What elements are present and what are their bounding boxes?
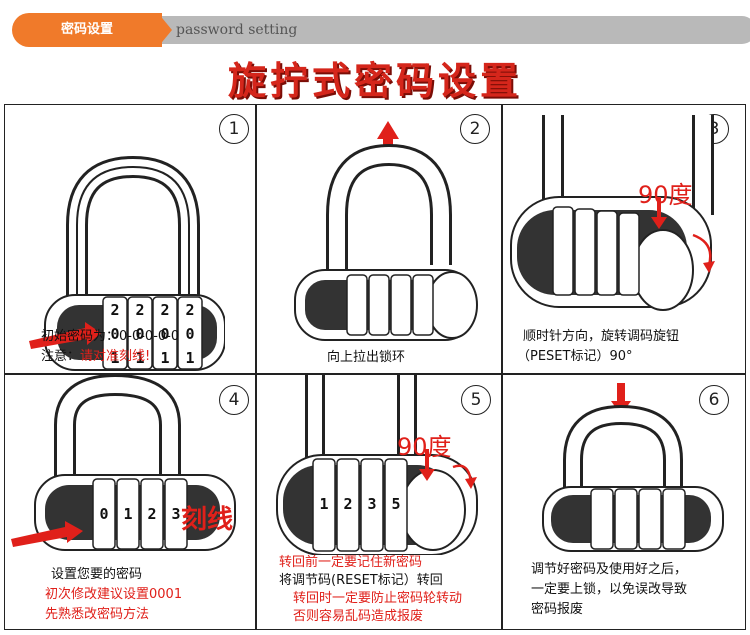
padlock-open-illustration (294, 121, 478, 341)
step-5-red-line2: 否则容易乱码造成报废 (293, 609, 424, 624)
step-4-red-line1: 初次修改建议设置0001 (45, 587, 183, 602)
page-title: 旋拧式密码设置 (227, 58, 522, 103)
svg-text:2: 2 (343, 495, 352, 513)
step-5-red-line1: 转回时一定要防止密码轮转动 (293, 591, 463, 606)
step-3-caption-line2: （PESET标记）90° (517, 349, 633, 364)
step-6-caption-line1: 调节好密码及使用好之后， (531, 562, 688, 577)
svg-text:1: 1 (185, 349, 194, 367)
svg-text:1: 1 (160, 349, 169, 367)
angle-label: 90度 (638, 181, 693, 209)
svg-text:2: 2 (185, 301, 194, 319)
step-3-panel: 3 90度 顺时针方向，旋转调码旋钮 （PESET标记）90° (502, 104, 746, 374)
marker-label: 刻线 (181, 505, 234, 535)
note-label: 注意： (41, 349, 81, 364)
svg-text:1: 1 (135, 349, 144, 367)
svg-text:2: 2 (147, 505, 156, 523)
svg-text:0: 0 (110, 325, 119, 343)
step-1-note: 注意：请对准刻线! (41, 347, 150, 367)
step-number: 4 (219, 385, 249, 415)
svg-text:5: 5 (391, 495, 400, 513)
step-2-caption: 向上拉出锁环 (327, 350, 406, 365)
step-5-red-top: 转回前一定要记住新密码 (279, 555, 423, 570)
step-1-caption: 初始密码为：0-0-0-0-0 (41, 329, 180, 344)
svg-text:0: 0 (185, 325, 194, 343)
step-number: 5 (461, 385, 491, 415)
step-4-caption: 设置您要的密码 (51, 567, 143, 582)
svg-text:2: 2 (160, 301, 169, 319)
svg-text:2: 2 (135, 301, 144, 319)
padlock-knob-illustration (510, 115, 715, 311)
svg-text:3: 3 (367, 495, 376, 513)
svg-text:3: 3 (171, 505, 180, 523)
step-5-caption: 将调节码(RESET标记）转回 (279, 573, 443, 588)
tab-arrow-icon (158, 13, 172, 47)
padlock-locked-illustration (542, 383, 724, 552)
note-warning: 请对准刻线! (80, 349, 151, 364)
step-6-caption-line2: 一定要上锁，以免误改导致 (531, 582, 688, 597)
step-number: 6 (699, 385, 729, 415)
svg-text:1: 1 (123, 505, 132, 523)
step-number: 2 (460, 114, 490, 144)
angle-label: 90度 (397, 433, 452, 461)
header-bar: password setting 密码设置 (12, 13, 750, 47)
step-6-panel: 6 调节好密码及使用好之后， 一定要上锁，以免误改导致 密码报废 (502, 374, 746, 630)
svg-text:0: 0 (99, 505, 108, 523)
svg-text:0: 0 (135, 325, 144, 343)
svg-text:1: 1 (110, 349, 119, 367)
step-6-caption-line3: 密码报废 (531, 602, 584, 617)
section-tab: 密码设置 (12, 13, 162, 47)
svg-text:0: 0 (160, 325, 169, 343)
svg-text:2: 2 (110, 301, 119, 319)
step-4-red-line2: 先熟悉改密码方法 (45, 607, 150, 622)
svg-text:1: 1 (319, 495, 328, 513)
step-2-panel: 2 向上拉出锁环 (256, 104, 502, 374)
step-number: 1 (219, 114, 249, 144)
step-3-caption-line1: 顺时针方向，旋转调码旋钮 (523, 329, 680, 344)
subtitle-tab: password setting (154, 16, 750, 44)
